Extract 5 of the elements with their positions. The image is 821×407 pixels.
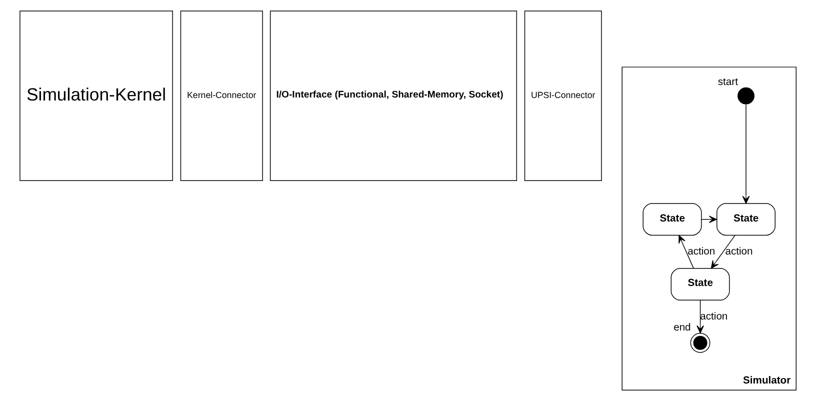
node-label: end bbox=[673, 322, 690, 334]
node-label: start bbox=[717, 76, 738, 88]
edge-label: action bbox=[687, 246, 715, 258]
edge-label: action bbox=[700, 311, 728, 322]
edge-label: action bbox=[724, 246, 752, 258]
